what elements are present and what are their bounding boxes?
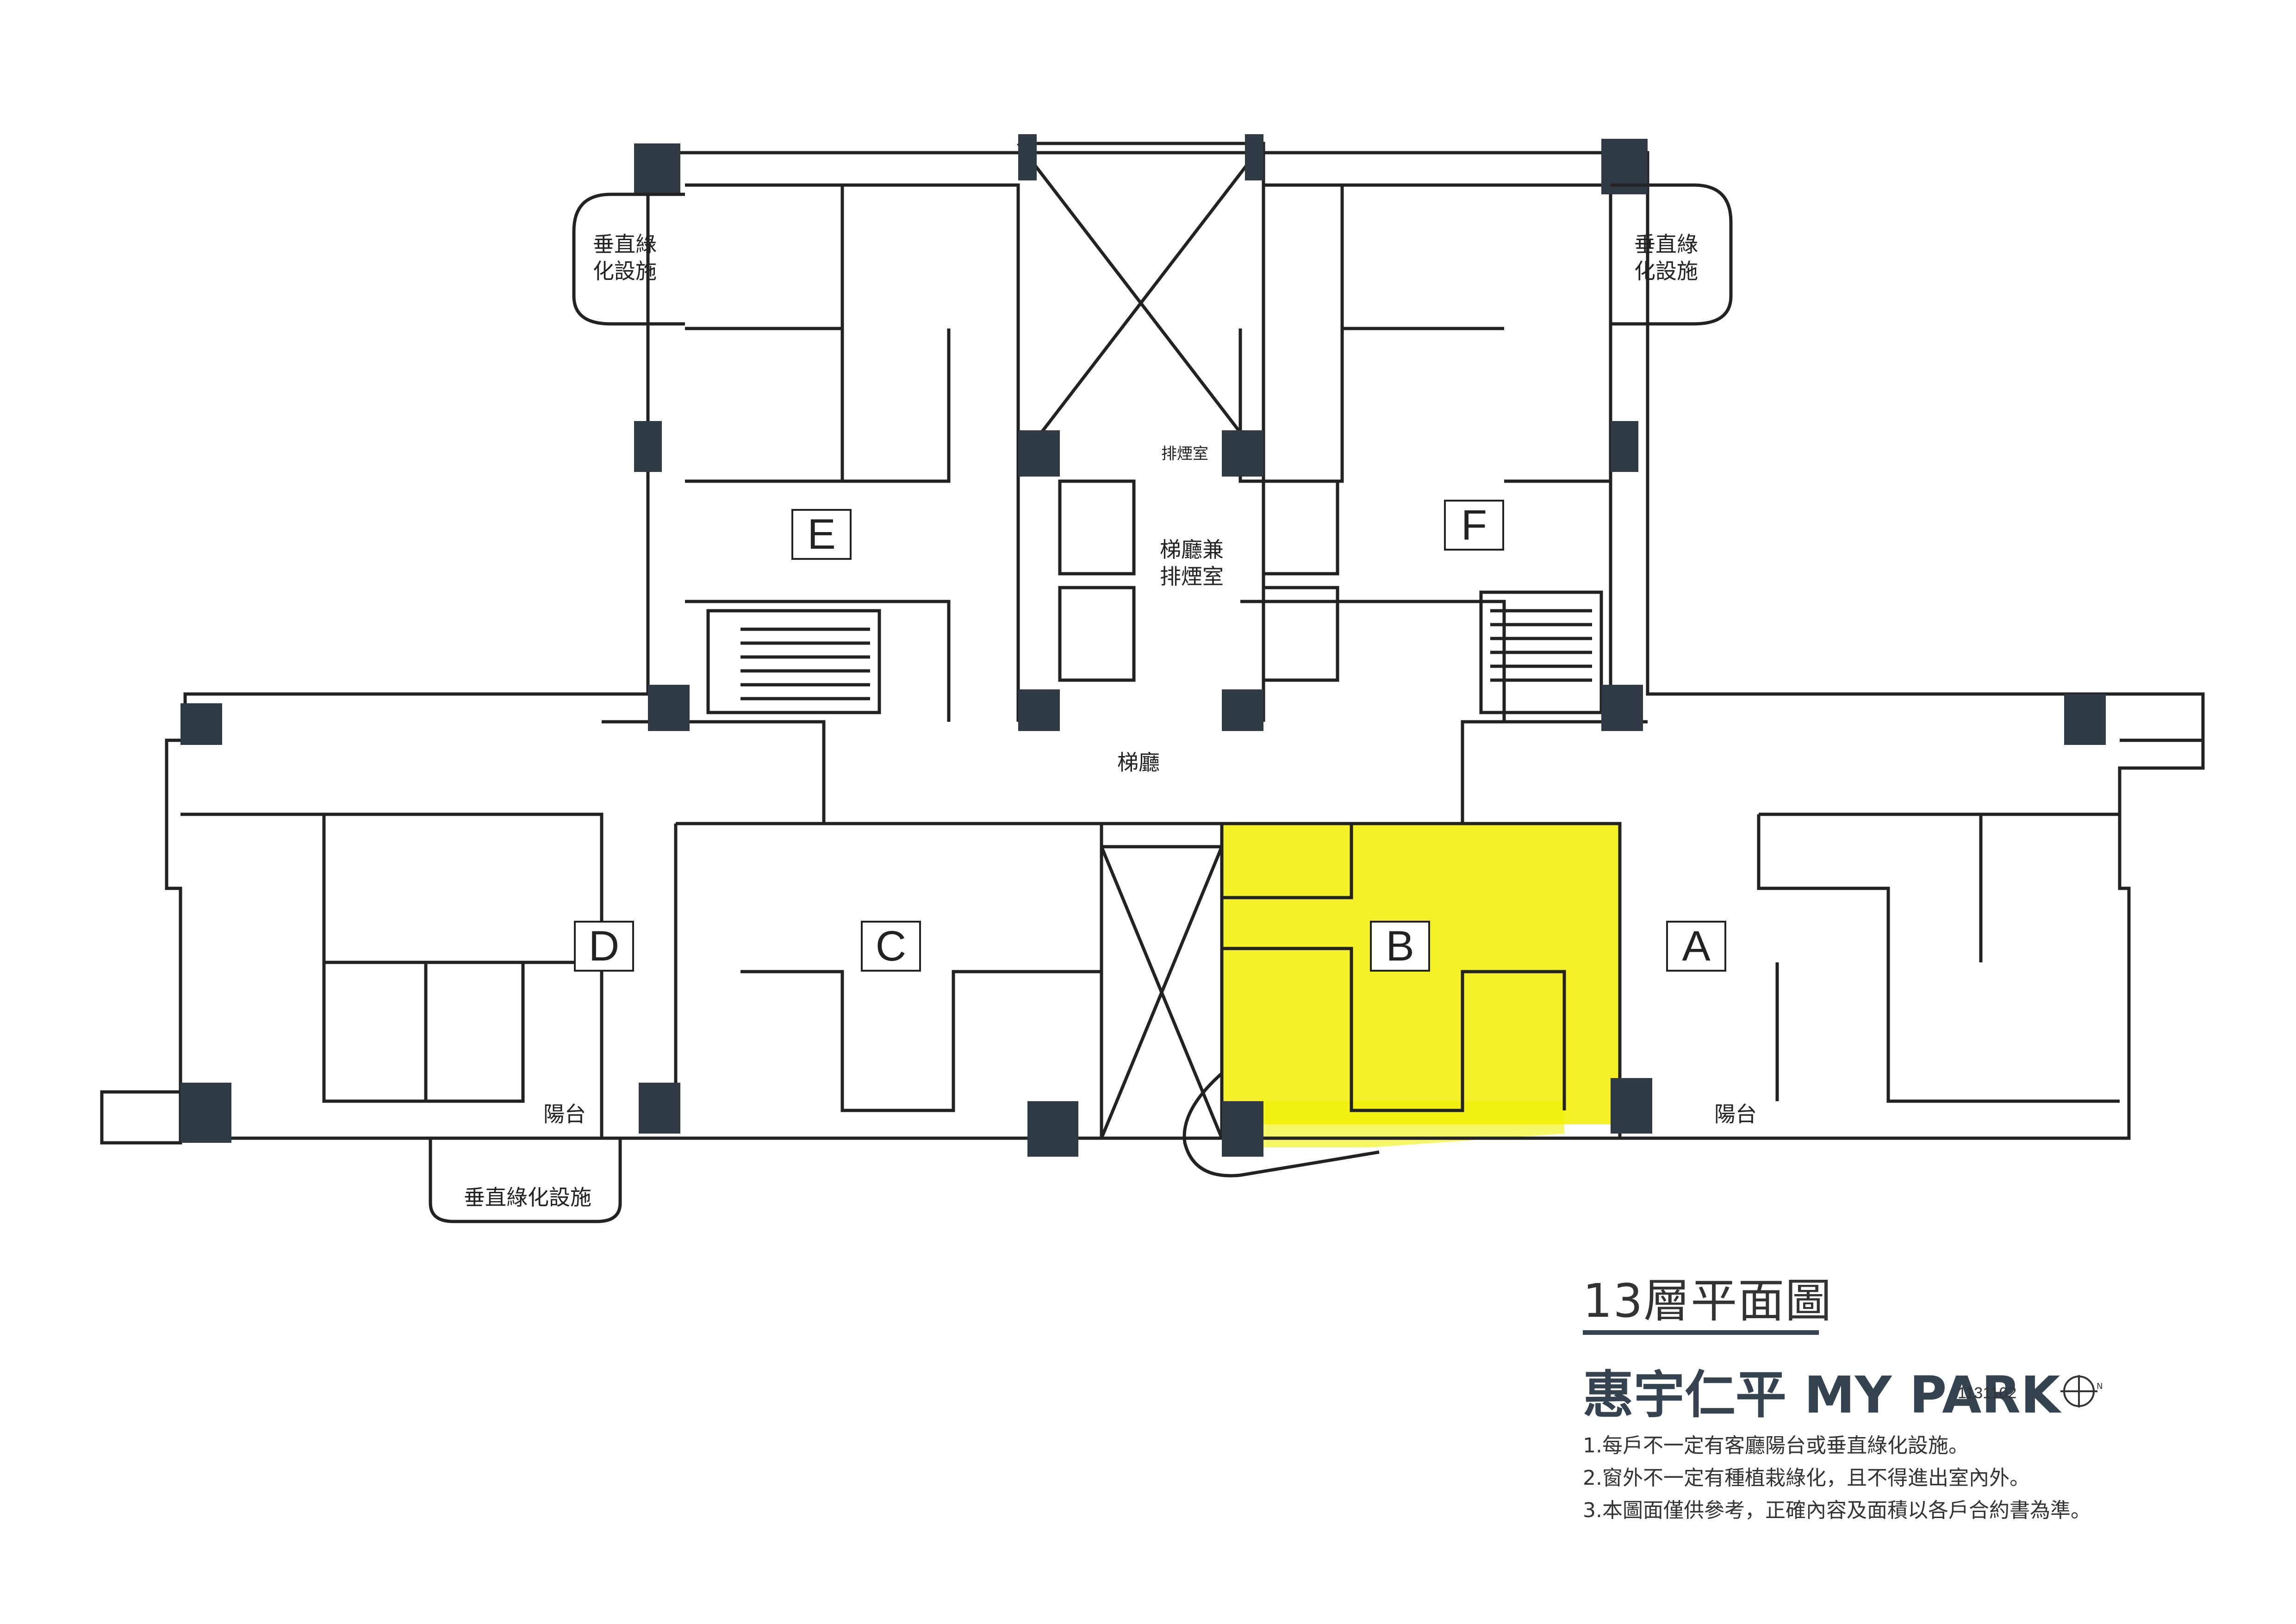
- unit-label-b: B: [1370, 921, 1430, 972]
- lift-lobby-smoke-label: 梯廳兼 排煙室: [1160, 537, 1224, 589]
- upper-outline: [165, 151, 2205, 1140]
- balcony-curve-b: [1182, 1072, 1380, 1178]
- unit-label-f: F: [1444, 500, 1504, 551]
- green-bump-left-top: [572, 192, 685, 326]
- note-1: 1.每戶不一定有客廳陽台或垂直綠化設施。: [1583, 1434, 1969, 1457]
- green-facility-label-right: 垂直綠 化設施: [1634, 232, 1698, 284]
- lift-lobby-label: 梯廳: [1117, 750, 1160, 775]
- unit-b-highlight-balcony: [1222, 1101, 1564, 1147]
- north-arrow-icon: N: [2060, 1375, 2102, 1407]
- title-divider: [1583, 1330, 1819, 1335]
- unit-label-c: C: [861, 921, 921, 972]
- project-name: 惠宇仁平 MY PARK: [1583, 1365, 2060, 1425]
- svg-text:N: N: [2097, 1382, 2102, 1391]
- balcony-label-left: 陽台: [543, 1102, 586, 1127]
- unit-label-d: D: [574, 921, 634, 972]
- unit-label-a: A: [1666, 921, 1726, 972]
- green-bump-bottom: [429, 1138, 622, 1223]
- green-facility-label-left: 垂直綠 化設施: [593, 232, 657, 284]
- balcony-label-right: 陽台: [1714, 1102, 1757, 1127]
- unit-b-highlight: [1222, 824, 1620, 1124]
- unit-label-e: E: [791, 509, 852, 560]
- document-code: 1131102: [1958, 1384, 2017, 1402]
- note-2: 2.窗外不一定有種植栽綠化，且不得進出室內外。: [1583, 1466, 2030, 1490]
- floor-title: 13層平面圖: [1583, 1274, 1833, 1328]
- pipe-room-label: 排煙室: [1161, 445, 1208, 463]
- notes-list: 1.每戶不一定有客廳陽台或垂直綠化設施。 2.窗外不一定有種植栽綠化，且不得進出…: [1583, 1430, 2091, 1527]
- green-facility-label-bottom: 垂直綠化設施: [464, 1185, 591, 1210]
- columns: [180, 134, 2106, 1157]
- note-3: 3.本圖面僅供參考，正確內容及面積以各戶合約書為準。: [1583, 1499, 2091, 1522]
- green-bump-right-top: [1611, 183, 1733, 326]
